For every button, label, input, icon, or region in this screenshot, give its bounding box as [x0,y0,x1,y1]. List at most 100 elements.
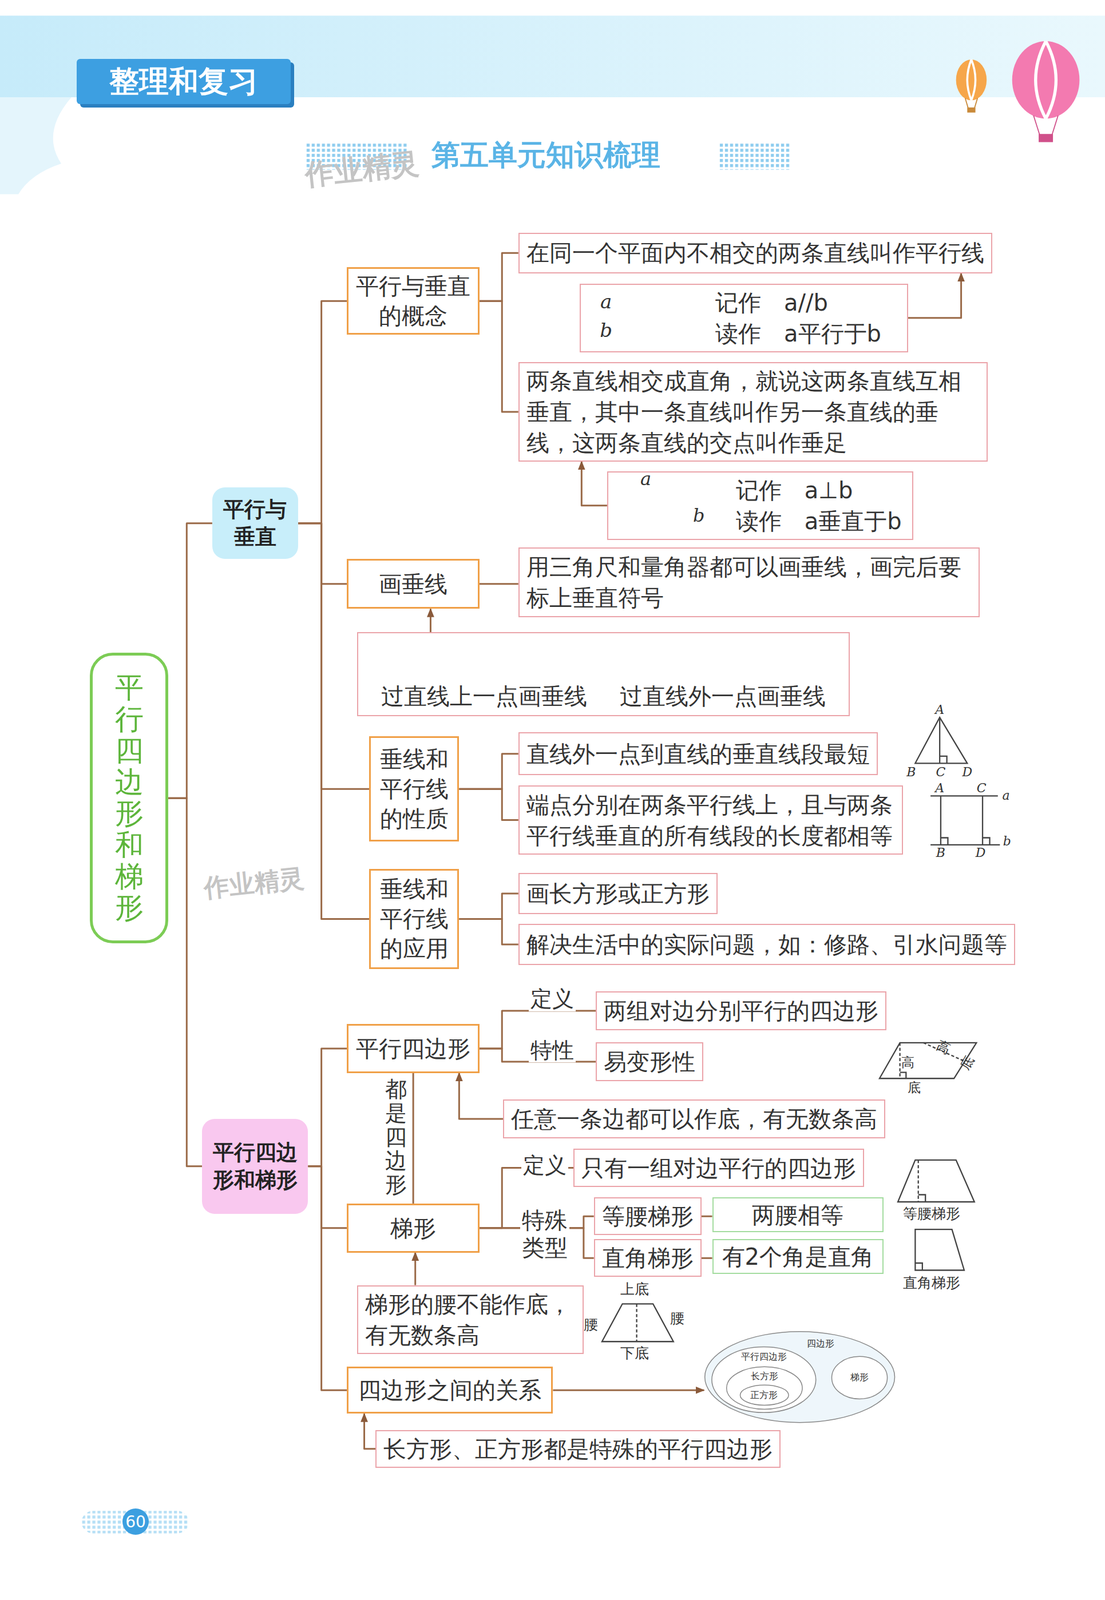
connector [168,523,213,799]
node-text: 平行与垂直 [216,496,294,552]
node-text: 用三角尺和量角器都可以画垂线，画完后要标上垂直符号 [526,551,972,614]
connector [458,789,518,821]
text-box: 任意一条边都可以作底，有无数条高 [503,1099,886,1139]
node-text: 四边形 [806,1338,835,1351]
connector [298,523,348,585]
figure-label: 底 [957,1054,977,1073]
venn-ellipse: 平行四边形长方形正方形 [711,1347,817,1414]
topic-box: 平行与垂直的概念 [346,267,480,335]
connector [701,1216,713,1218]
text-box: 只有一组对边平行的四边形 [573,1149,865,1188]
node-text: 60 [125,1513,146,1532]
connector [458,754,518,790]
page-number: 60 [122,1509,149,1536]
node-text: 记作 a//b [715,287,901,319]
figure-label: 腰 [583,1317,598,1334]
node-text: 读作 a平行于b [715,318,901,350]
node-text: 梯形 [390,1213,437,1244]
figure-label: D [975,846,986,861]
node-text: 垂线和平行线的应用 [376,874,452,964]
topic-box: 垂线和平行线的应用 [369,869,459,970]
connector [307,1166,347,1391]
edge-label: 都是四边形 [385,1078,407,1198]
venn-ellipse: 正方形 [739,1385,790,1406]
figure-label: 等腰梯形 [902,1206,961,1223]
branch-box: 平行与垂直 [212,487,299,560]
connector [908,273,962,319]
figure-label: 高 [935,1038,954,1058]
edge-label: 定义 [528,987,576,1012]
figure-label: 下底 [620,1345,649,1362]
figure-label: D [961,765,973,780]
topic-box: 梯形 [346,1203,480,1254]
connector [307,1166,347,1229]
connector [479,252,519,301]
figure-label: a [1001,789,1010,803]
figure-label: A [935,781,945,796]
text-box: 易变形性 [595,1042,704,1082]
figure-label: 腰 [670,1311,685,1328]
node-text: 在同一个平面内不相交的两条直线叫作平行线 [526,237,985,269]
branch-label: 特殊类型 [520,1205,570,1263]
text-box: 端点分别在两条平行线上，且与两条平行线垂直的所有线段的长度都相等 [518,785,903,855]
connector [414,1253,417,1286]
connector [581,461,608,506]
figure-label: b [692,506,705,527]
title-dots [719,143,791,170]
node-text: 梯形 [850,1372,869,1385]
node-text: 过直线外一点画垂线 [619,680,826,712]
connector [298,300,348,524]
node-text: 两条直线相交成直角，就说这两条直线互相垂直，其中一条直线叫作另一条直线的垂线，这… [526,365,980,459]
topic-box: 垂线和平行线的性质 [369,736,459,842]
node-text: 解决生活中的实际问题，如：修路、引水问题等 [526,929,1008,961]
connector [412,1073,415,1204]
node-text: 整理和复习 [109,61,259,102]
node-text: 端点分别在两条平行线上，且与两条平行线垂直的所有线段的长度都相等 [526,789,895,852]
text-box: 等腰梯形 [593,1197,702,1236]
figure-label: A [935,703,945,718]
connector [479,583,519,585]
figure-label: 直角梯形 [902,1275,961,1292]
figure-label: b [599,319,613,342]
text-box: 两条直线相交成直角，就说这两条直线互相垂直，其中一条直线叫作另一条直线的垂线，这… [518,362,988,462]
figure-label: 底 [907,1081,921,1096]
text-box: 直角梯形 [593,1239,702,1278]
figure-label: a [640,469,652,490]
text-box: 记作 a⊥b读作 a垂直于b [607,471,914,541]
text-box: 两组对边分别平行的四边形 [595,991,887,1031]
venn-ellipse: 四边形平行四边形长方形正方形 梯形 [703,1331,896,1424]
connector [168,798,203,1167]
text-box: 在同一个平面内不相交的两条直线叫作平行线 [518,232,993,274]
node-text: 两组对边分别平行的四边形 [603,995,879,1027]
node-text: 平行四边形 [741,1351,787,1364]
node-text: 长方形 [750,1371,779,1384]
figure-label: b [1003,834,1012,849]
text-box: 用三角尺和量角器都可以画垂线，画完后要标上垂直符号 [518,547,980,617]
node-text: 平行与垂直的概念 [354,271,473,331]
node-text: 直角梯形 [601,1242,694,1274]
node-text: 平行四边形和梯形 [115,672,144,925]
connector [458,919,518,945]
text-box: 记作 a//b读作 a平行于b [579,283,909,353]
text-box: 解决生活中的实际问题，如：修路、引水问题等 [518,924,1016,965]
header-wash [0,97,72,194]
note-box: 两腰相等 [712,1197,885,1233]
figure-label: B [936,846,946,861]
node-text: 任意一条边都可以作底，有无数条高 [511,1103,878,1135]
node-text: 有2个角是直角 [722,1242,874,1273]
venn-ellipse: 长方形正方形 [726,1367,803,1411]
node-text: 易变形性 [603,1046,696,1078]
text-box: 过直线上一点画垂线过直线外一点画垂线 [357,632,850,716]
root-box: 平行四边形和梯形 [89,652,169,944]
figure-label: C [936,765,946,780]
node-text: 平行四边形 [355,1034,471,1064]
connector [364,1414,376,1450]
node-text: 过直线上一点画垂线 [381,680,588,712]
header-box: 整理和复习 [76,58,291,104]
node-text: 平行四边形和梯形 [206,1139,304,1195]
watermark: 作业精灵 [202,864,306,903]
figures [408,306,1000,1343]
node-text: 长方形、正方形都是特殊的平行四边形 [383,1434,773,1465]
node-text: 画垂线 [378,569,448,600]
